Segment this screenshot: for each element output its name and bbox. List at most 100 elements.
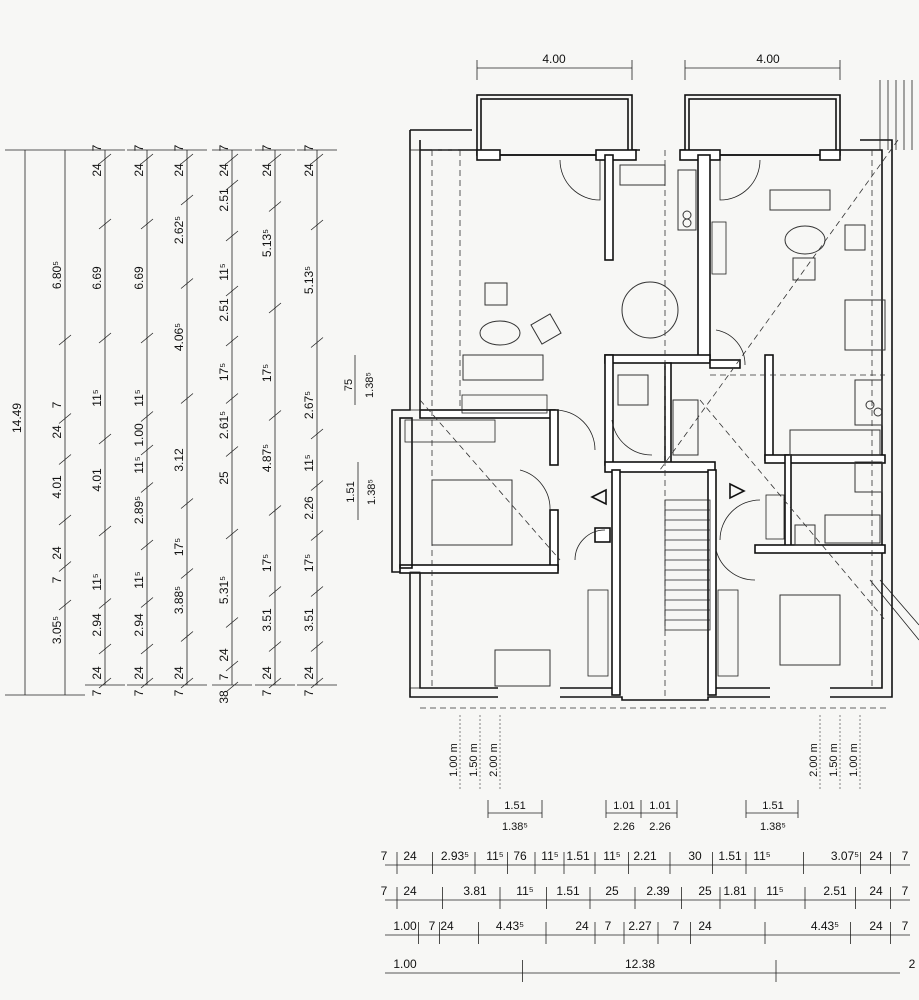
dimension-tick	[268, 410, 282, 421]
opening-left-height: 1.38⁵	[502, 821, 528, 833]
dimension-label: 2.51	[217, 188, 231, 212]
dimension-label: 11⁵	[217, 263, 231, 280]
dimension-label: 24	[440, 919, 454, 933]
dimension-tick	[58, 454, 72, 465]
dimension-tick	[268, 586, 282, 597]
roof-dashed-lines	[419, 139, 899, 709]
dimension-tick	[98, 525, 112, 537]
dimension-label: 5.13⁵	[260, 229, 274, 257]
dimension-label: 11⁵	[132, 456, 146, 473]
opening-right-width: 1.51	[762, 800, 783, 812]
dimension-label: 1.81	[723, 884, 747, 898]
dimension-label: 3.12	[172, 448, 186, 472]
dimension-label: 1.00	[393, 957, 417, 971]
dimension-label: 2.26	[302, 496, 316, 520]
dimension-tick	[98, 332, 112, 344]
dimension-label: 24	[90, 163, 104, 177]
dimension-tick	[140, 539, 154, 551]
dimension-label: 2.62⁵	[172, 216, 186, 244]
dimension-label: 24	[575, 919, 589, 933]
dimension-tick	[225, 681, 239, 693]
staircase	[590, 482, 746, 631]
dimension-label: 6.69	[132, 266, 146, 290]
dimension-label: 7	[902, 884, 909, 898]
dimension-label: 2.61⁵	[217, 411, 231, 439]
balcony-left	[476, 94, 633, 156]
dimension-label: 7	[902, 849, 909, 863]
dimension-label: 2.67⁵	[302, 391, 316, 419]
arrow-left-icon	[590, 488, 607, 506]
dimension-label: 24	[217, 648, 231, 662]
window-dim-lower-2: 1.38⁵	[366, 479, 378, 505]
opening-center-height-1: 2.26	[613, 821, 634, 833]
balcony-right	[684, 94, 841, 156]
dimension-label: 2.94	[90, 613, 104, 637]
vertical-dimension-chains: 14.496.80⁵7244.012473.05⁵7246.6911⁵4.011…	[5, 144, 337, 704]
dimension-tick	[225, 230, 239, 242]
dimension-label: 24	[172, 163, 186, 177]
dimension-tick	[225, 285, 239, 297]
dimension-tick	[310, 480, 324, 491]
dimension-label: 5.13⁵	[302, 266, 316, 294]
top-dim-right: 4.00	[756, 52, 780, 66]
dimension-tick	[180, 498, 194, 509]
dimension-label: 76	[513, 849, 527, 863]
dimension-label: 11⁵	[603, 849, 620, 863]
dimension-tick	[180, 194, 194, 206]
dimension-label: 6.69	[90, 266, 104, 290]
dimension-label: 7	[673, 919, 680, 933]
dimension-label: 2.51	[823, 884, 847, 898]
opening-center-width-2: 1.01	[649, 800, 670, 812]
building-walls	[391, 94, 893, 701]
dimension-label: 24	[403, 849, 417, 863]
dimension-tick	[140, 597, 154, 608]
dimension-label: 24	[302, 666, 316, 680]
dimension-tick	[225, 528, 239, 540]
dimension-label: 2.27	[628, 919, 652, 933]
dimension-label: 3.88⁵	[172, 586, 186, 614]
dimension-label: 24	[50, 546, 64, 560]
dimension-tick	[180, 677, 194, 689]
dimension-label: 2.94	[132, 613, 146, 637]
dimension-label: 24	[132, 163, 146, 177]
dimension-label: 7	[302, 144, 316, 151]
dimension-label: 7	[90, 689, 104, 696]
dimension-tick	[268, 153, 282, 165]
dimension-label: 25	[217, 471, 231, 485]
dimension-tick	[268, 505, 282, 516]
dimension-label: 11⁵	[90, 389, 104, 406]
dimension-tick	[180, 278, 194, 289]
dimension-label: 17⁵	[217, 363, 231, 381]
dimension-tick	[180, 631, 194, 642]
dimension-tick	[268, 302, 282, 314]
dimension-label: 24	[172, 666, 186, 680]
opening-center-height-2: 2.26	[649, 821, 670, 833]
dimension-label: 11⁵	[753, 849, 770, 863]
dimension-tick	[225, 153, 239, 165]
dimension-label: 4.87⁵	[260, 444, 274, 472]
dimension-label: 7	[217, 673, 231, 680]
dimension-label: 3.81	[463, 884, 487, 898]
dimension-label: 11⁵	[516, 884, 533, 898]
dimension-label: 4.43⁵	[496, 919, 524, 933]
dimension-label: 6.80⁵	[50, 261, 64, 289]
dimension-tick	[98, 153, 112, 165]
dimension-tick	[140, 444, 154, 456]
dimension-tick	[58, 334, 72, 346]
dimension-tick	[225, 660, 239, 672]
window-dim-upper-2: 1.38⁵	[364, 372, 376, 398]
dimension-tick	[140, 482, 154, 493]
dimension-label: 7	[50, 401, 64, 408]
dimension-tick	[310, 530, 324, 541]
dimension-tick	[225, 335, 239, 347]
dimension-label: 25	[605, 884, 619, 898]
dimension-tick	[310, 428, 324, 440]
dimension-tick	[310, 153, 324, 165]
arrow-right-icon	[729, 482, 746, 500]
window-dim-upper-1: 75	[343, 379, 355, 391]
dimension-label: 7	[902, 919, 909, 933]
dimension-label: 14.49	[10, 403, 24, 433]
dimension-label: 3.51	[260, 608, 274, 632]
dimension-label: 1.51	[556, 884, 580, 898]
distance-label-right-2: 1.50 m	[828, 743, 840, 777]
